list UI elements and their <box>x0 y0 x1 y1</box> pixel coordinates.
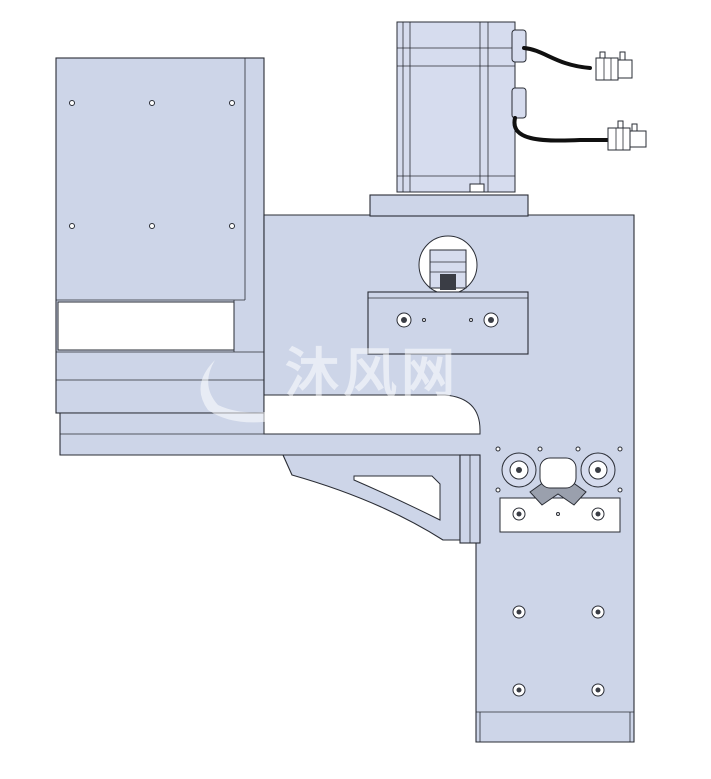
cable-connector-bottom <box>607 120 647 151</box>
watermark-logo-icon <box>200 360 300 423</box>
left-plate <box>55 57 265 414</box>
servo-motor <box>396 21 527 193</box>
cable-connector-top <box>595 51 633 81</box>
watermark-url: WWW.YSH3D.COM <box>300 419 474 436</box>
watermark-logo-text: 沐风网 <box>285 344 459 404</box>
left-plate-window <box>57 301 235 351</box>
column-holes <box>512 605 605 697</box>
watermark: 沐风网 WWW.YSH3D.COM <box>200 344 474 436</box>
bearing-block <box>367 291 529 355</box>
roller-assembly <box>495 446 623 533</box>
left-plate-holes <box>69 100 235 229</box>
support-bracket <box>282 454 481 544</box>
arm-relief <box>263 394 481 435</box>
motor-flange <box>369 194 529 217</box>
motor-cables <box>512 46 647 151</box>
coupling-window <box>418 235 478 295</box>
